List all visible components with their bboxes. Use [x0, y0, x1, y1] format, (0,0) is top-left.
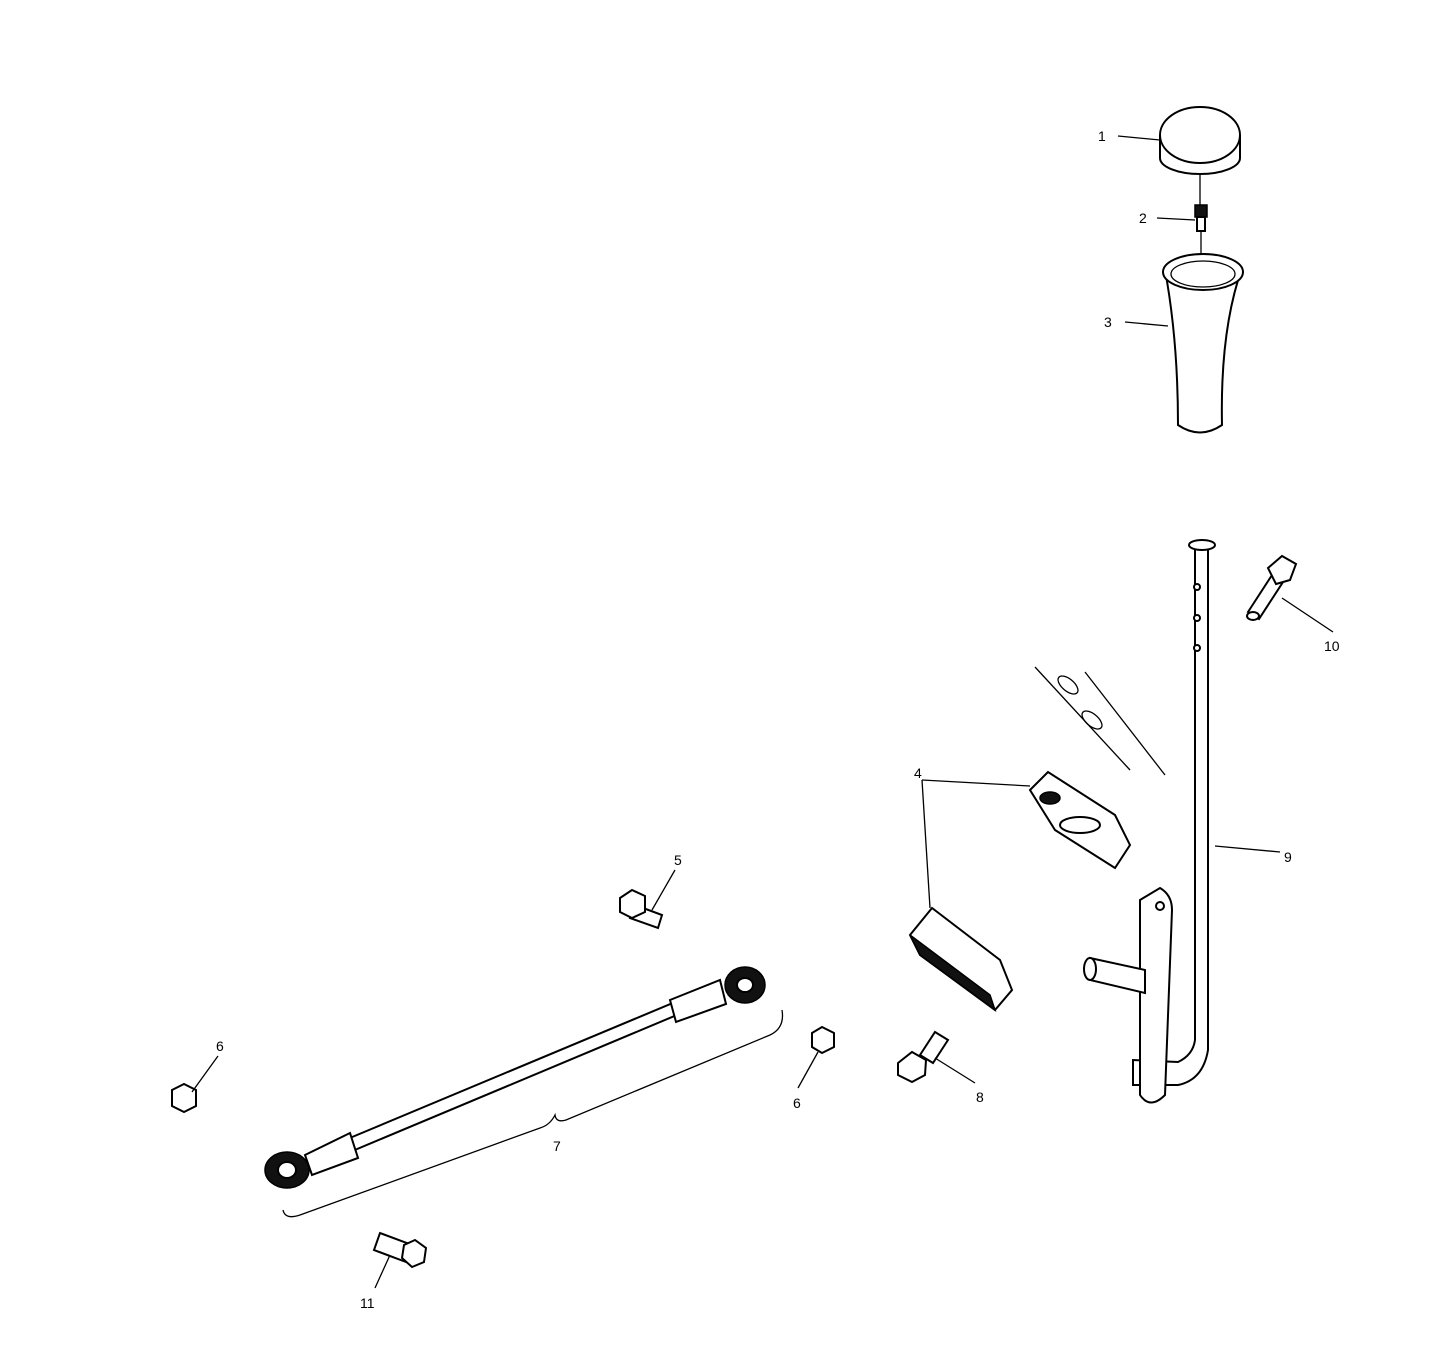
callout-6-left: 6 [216, 1038, 224, 1054]
callout-6-center: 6 [793, 1095, 801, 1111]
part-bolt-lower [897, 1030, 950, 1084]
part-handle-grip [1162, 253, 1244, 434]
part-bolt-bottom [372, 1231, 428, 1269]
part-bolt [619, 888, 664, 930]
frame-reference [1034, 666, 1166, 776]
leader-lines [191, 135, 1334, 1289]
part-clamp-blocks [908, 770, 1132, 1012]
part-flange-bolt [1246, 554, 1298, 621]
callout-3: 3 [1104, 314, 1112, 330]
callout-4: 4 [914, 765, 922, 781]
part-linkage-rod [264, 966, 784, 1218]
part-shift-lever [1083, 539, 1216, 1104]
callout-7: 7 [553, 1138, 561, 1154]
callout-1: 1 [1098, 128, 1106, 144]
part-nut-left [171, 1082, 197, 1114]
callout-8: 8 [976, 1089, 984, 1105]
callout-11: 11 [360, 1295, 375, 1311]
callout-2: 2 [1139, 210, 1147, 226]
part-screw [1194, 204, 1208, 262]
part-knob-cap [1159, 106, 1241, 205]
callout-5: 5 [674, 852, 682, 868]
callout-9: 9 [1284, 849, 1292, 865]
part-nut-center [811, 1025, 835, 1055]
callout-10: 10 [1324, 638, 1340, 654]
